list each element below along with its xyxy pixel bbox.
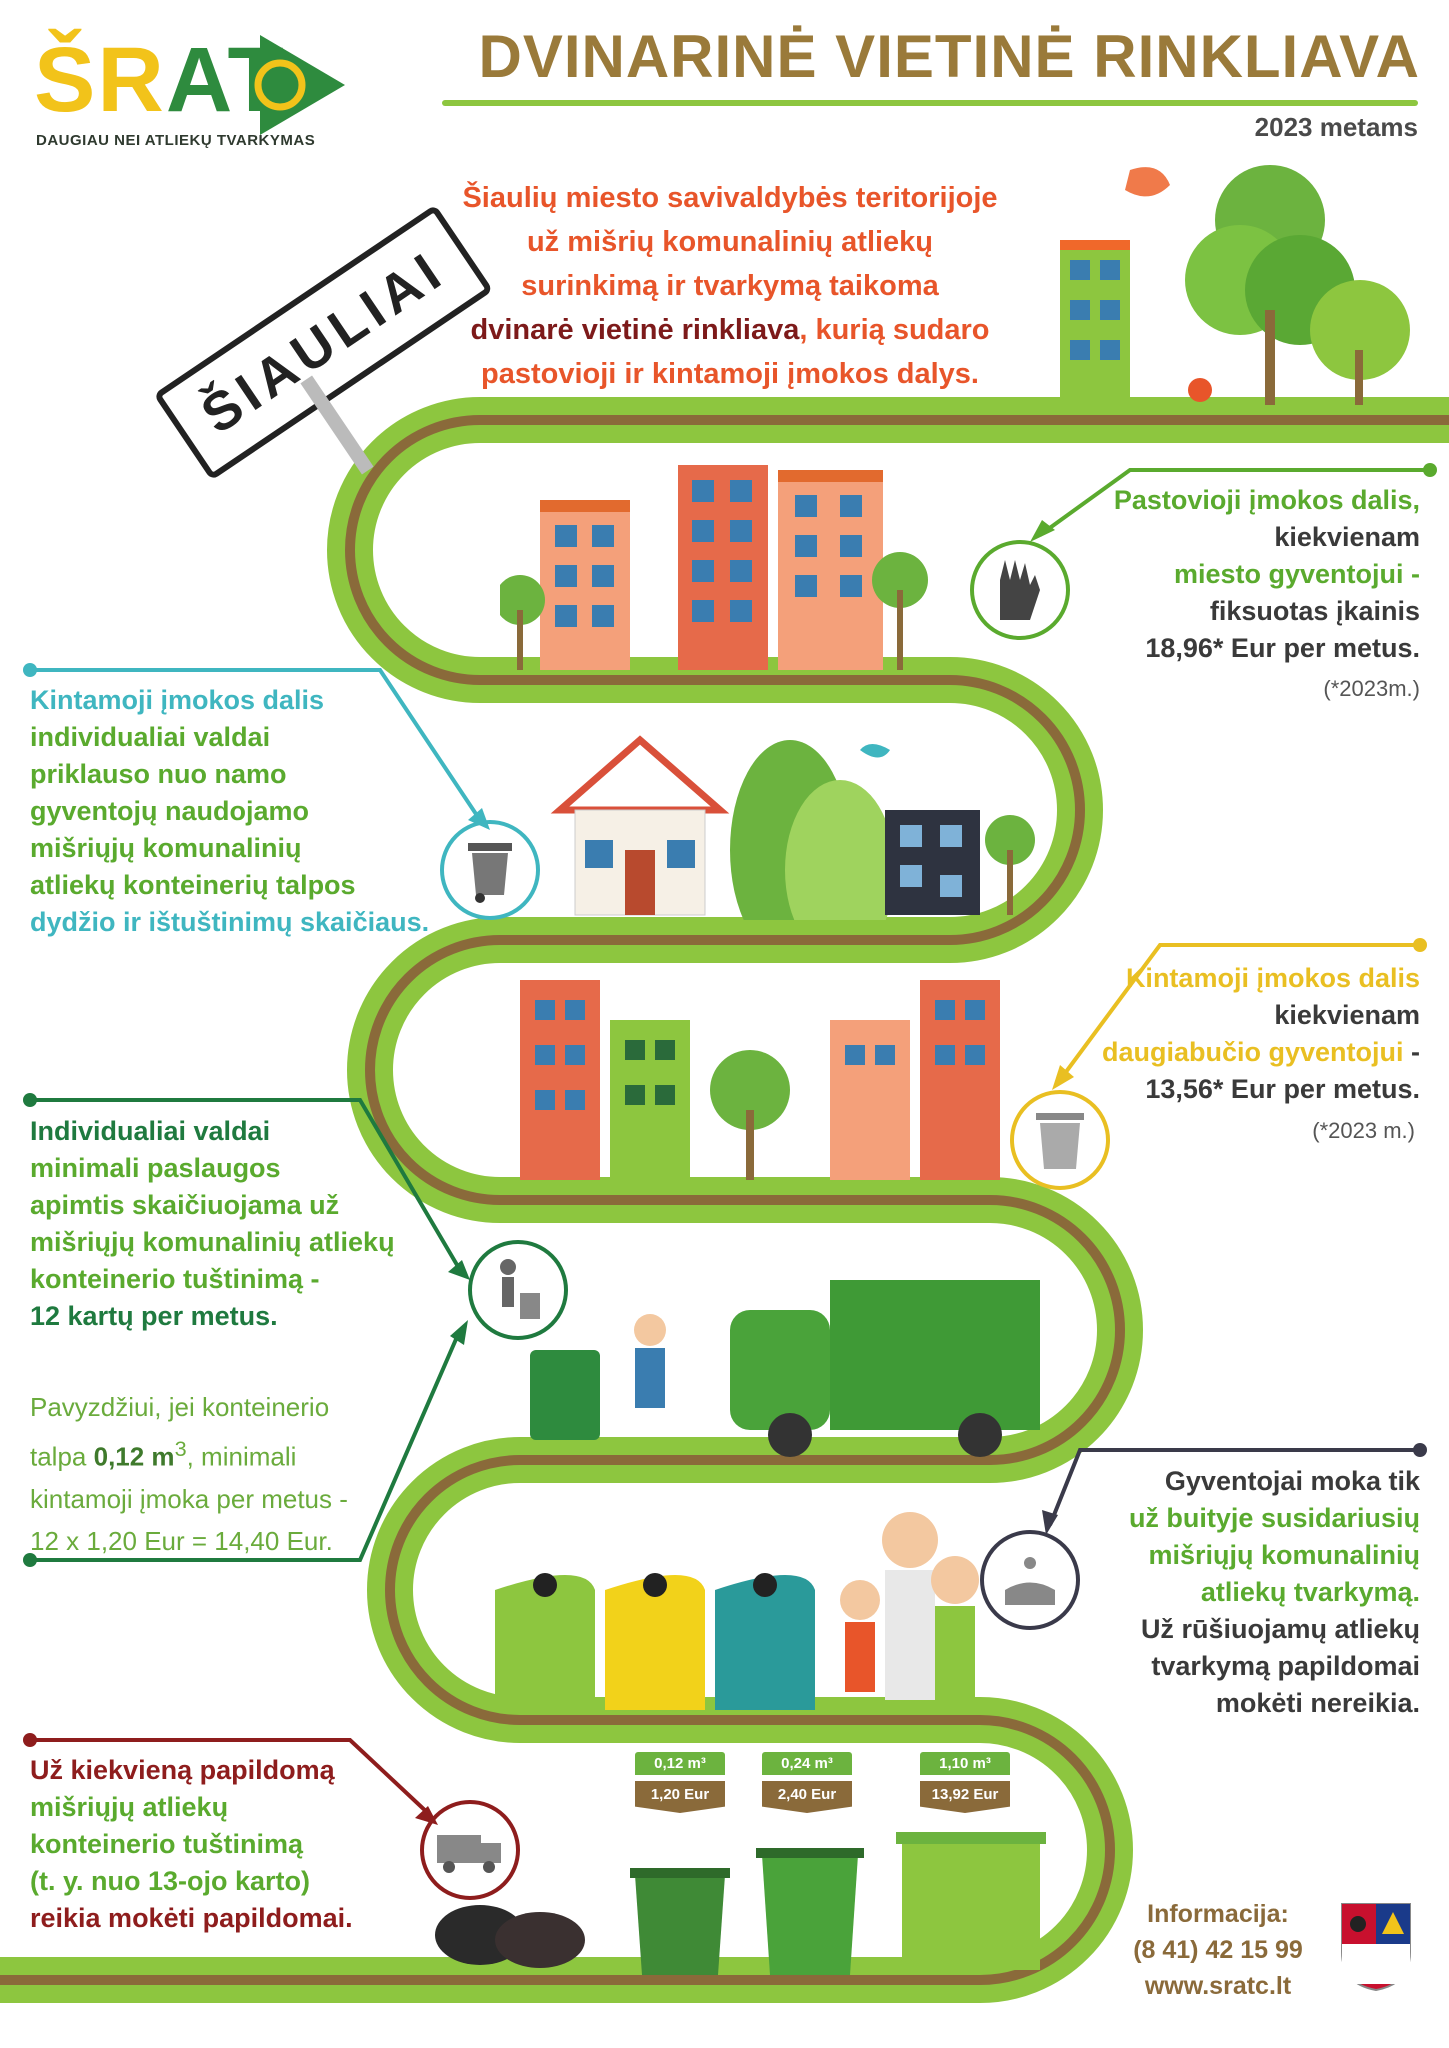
contact-phone[interactable]: (8 41) 42 15 99	[1133, 1936, 1303, 1964]
price-bins	[630, 1832, 1046, 1975]
contact-website[interactable]: www.sratc.lt	[1144, 1972, 1292, 2000]
apartment-connector	[1052, 938, 1427, 1090]
apartment-scene-2	[520, 980, 1000, 1180]
gloves-icon	[1000, 560, 1040, 620]
fixed-part-connector	[1030, 463, 1437, 542]
garbage-bags	[435, 1905, 585, 1968]
logo-tagline: DAUGIAU NEI ATLIEKŲ TVARKYMAS	[36, 132, 316, 149]
contact-info: Informacija: (8 41) 42 15 99 www.sratc.l…	[1118, 1896, 1318, 2004]
bin-price-tag-large: 1,10 m³ 13,92 Eur	[920, 1752, 1010, 1813]
private-connector	[23, 663, 490, 830]
title-divider	[442, 100, 1418, 106]
trash-can-circle	[1010, 1090, 1110, 1190]
extra-connector	[23, 1733, 438, 1825]
garbage-truck-scene	[530, 1280, 1040, 1457]
intro-text: Šiaulių miesto savivaldybės teritorijoje…	[462, 182, 998, 390]
bin-price-tag-medium: 0,24 m³ 2,40 Eur	[762, 1752, 852, 1813]
garbage-truck-icon	[437, 1835, 501, 1873]
extra-emptying-text: Už kiekvieną papildomą mišriųjų atliekų …	[30, 1755, 353, 1933]
wheelie-bin-icon	[468, 843, 512, 903]
house-scene	[550, 735, 1035, 920]
minimum-service-text: Individualiai valdai minimali paslaugos …	[30, 1116, 395, 1331]
top-scene-illustration	[1060, 165, 1410, 410]
disposal-circle	[468, 1240, 568, 1340]
trash-can-icon	[1036, 1113, 1084, 1169]
residents-pay-text: Gyventojai moka tik už buityje susidariu…	[1128, 1466, 1420, 1718]
apartment-variable-text: Kintamoji įmokos dalis kiekvienam daugia…	[1101, 963, 1420, 1104]
logo: ŠRAT	[34, 29, 286, 131]
apartment-scene-1	[500, 465, 928, 670]
minimum-service-connector	[23, 1093, 470, 1567]
gloves-icon-circle	[970, 540, 1070, 640]
residents-connector	[1042, 1443, 1427, 1535]
fixed-part-text: Pastovioji įmokos dalis, kiekvienam mies…	[1113, 485, 1420, 663]
year-label: 2023 metams	[1254, 112, 1418, 142]
fixed-part-footnote: (*2023m.)	[1323, 676, 1420, 701]
hands-circle	[980, 1530, 1080, 1630]
bin-price-tag-small: 0,12 m³ 1,20 Eur	[635, 1752, 725, 1813]
example-text: Pavyzdžiui, jei konteinerio talpa 0,12 m…	[30, 1392, 348, 1556]
page-title: DVINARINĖ VIETINĖ RINKLIAVA	[478, 23, 1420, 90]
city-coat-of-arms	[1341, 1903, 1411, 1992]
recycling-scene	[495, 1512, 979, 1710]
truck-circle	[420, 1800, 520, 1900]
person-throwing-trash-icon	[500, 1259, 540, 1319]
apartment-footnote: (*2023 m.)	[1312, 1118, 1415, 1143]
hands-icon	[1005, 1557, 1055, 1605]
private-bin-circle	[440, 820, 540, 920]
logo-arrow-icon	[254, 35, 345, 135]
private-variable-text: Kintamoji įmokos dalis individualiai val…	[30, 685, 430, 937]
